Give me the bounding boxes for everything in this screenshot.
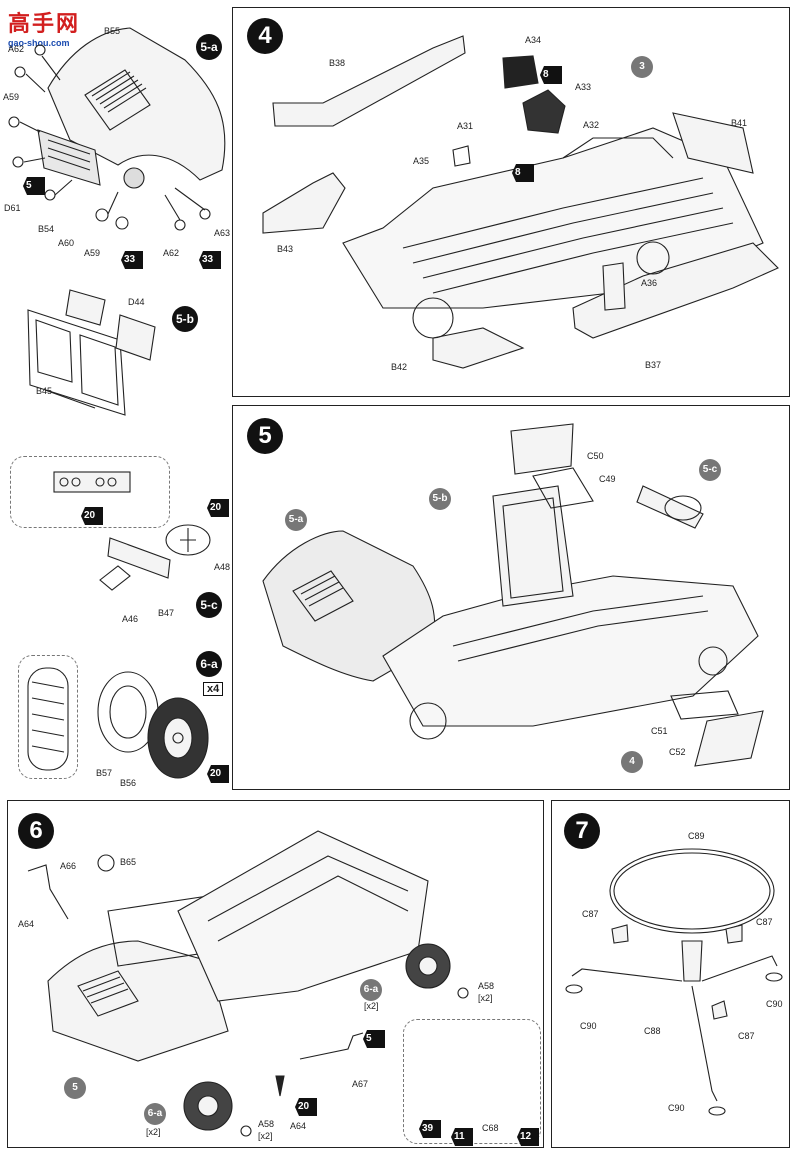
quantity-count: [x2] — [258, 1131, 273, 1141]
quantity-count: [x2] — [146, 1127, 161, 1137]
part-label: C88 — [644, 1026, 661, 1036]
tread-detail-callout — [18, 655, 78, 779]
paint-star-badge: 33 — [196, 250, 222, 270]
part-label: D61 — [4, 203, 21, 213]
part-label: A35 — [413, 156, 430, 166]
paint-star-badge: 39 — [416, 1119, 442, 1139]
paint-star-badge: 8 — [537, 65, 563, 85]
subassembly-title-5c: 5-c — [196, 592, 222, 618]
part-label: C87 — [582, 909, 599, 919]
part-label: B56 — [120, 778, 137, 788]
part-label: C89 — [688, 831, 705, 841]
part-label: A48 — [214, 562, 231, 572]
reference-circle: 4 — [621, 751, 643, 773]
step-4-panel: 4 3 A34 B38 A33 A31 A32 B41 A35 B43 A36 … — [232, 7, 790, 397]
vehicle-assembly-drawing — [27, 830, 469, 1137]
step-number: 4 — [247, 18, 283, 54]
chassis-drawing — [262, 35, 779, 369]
subassembly-title-6a: 6-a — [196, 651, 222, 677]
reference-circle: 6-a — [360, 979, 382, 1001]
part-label: A58 — [258, 1119, 275, 1129]
reference-circle: 5-a — [285, 509, 307, 531]
part-label: A59 — [3, 92, 20, 102]
reference-circle: 5 — [64, 1077, 86, 1099]
paint-star-badge: 20 — [292, 1097, 318, 1117]
quantity-count: [x2] — [364, 1001, 379, 1011]
step-number: 7 — [564, 813, 600, 849]
part-label: A31 — [457, 121, 474, 131]
paint-star-badge: 20 — [204, 764, 230, 784]
part-label: A67 — [352, 1079, 369, 1089]
part-label: A64 — [290, 1121, 307, 1131]
subassembly-title-5b: 5-b — [172, 306, 198, 332]
part-label: B38 — [329, 58, 346, 68]
paint-star-badge: 5 — [360, 1029, 386, 1049]
part-label: B47 — [158, 608, 175, 618]
steering-drawing — [53, 471, 211, 591]
watermark-text: 高手网 — [8, 11, 81, 36]
subassembly-title-5a: 5-a — [196, 34, 222, 60]
paint-star-badge: 11 — [448, 1127, 474, 1147]
detail-callout — [10, 456, 170, 528]
part-label: C52 — [669, 747, 686, 757]
part-label: C87 — [756, 917, 773, 927]
watermark-logo: 高手网 gao-shou.com — [8, 6, 80, 48]
step-number: 5 — [247, 418, 283, 454]
reference-circle: 3 — [631, 56, 653, 78]
part-label: A62 — [8, 44, 25, 54]
part-label: C90 — [766, 999, 783, 1009]
quantity-count: [x2] — [478, 993, 493, 1003]
part-label: C90 — [668, 1103, 685, 1113]
part-label: A60 — [58, 238, 75, 248]
part-label: A58 — [478, 981, 495, 991]
quantity-multiplier: x4 — [203, 682, 224, 696]
part-label: B41 — [731, 118, 748, 128]
part-label: A62 — [163, 248, 180, 258]
part-label: A63 — [214, 228, 231, 238]
part-label: D44 — [128, 297, 145, 307]
part-label: A59 — [84, 248, 101, 258]
part-label: B54 — [38, 224, 55, 234]
part-label: A34 — [525, 35, 542, 45]
watermark-url: gao-shou.com — [8, 38, 70, 48]
part-label: B55 — [104, 26, 121, 36]
part-label: A33 — [575, 82, 592, 92]
part-label: B57 — [96, 768, 113, 778]
paint-star-badge: 20 — [78, 506, 104, 526]
part-label: C90 — [580, 1021, 597, 1031]
part-label: C50 — [587, 451, 604, 461]
paint-star-badge: 12 — [514, 1127, 540, 1147]
paint-star-badge: 8 — [509, 163, 535, 183]
part-label: A46 — [122, 614, 139, 624]
part-label: C68 — [482, 1123, 499, 1133]
body-assembly-drawing — [262, 423, 764, 767]
part-label: B65 — [120, 857, 137, 867]
part-label: C49 — [599, 474, 616, 484]
part-label: B45 — [36, 386, 53, 396]
wheel-drawing — [27, 667, 209, 779]
part-label: C87 — [738, 1031, 755, 1041]
part-label: A64 — [18, 919, 35, 929]
part-label: B43 — [277, 244, 294, 254]
step-number: 6 — [18, 813, 54, 849]
step-7-panel: 7 C89 C87 C87 C90 C88 C87 C90 C90 — [551, 800, 790, 1148]
part-label: A36 — [641, 278, 658, 288]
paint-star-badge: 33 — [118, 250, 144, 270]
step-6-panel: 6 6-a 6-a 5 5 A66 B65 A64 A58 A58 A67 A6… — [7, 800, 544, 1148]
part-label: B37 — [645, 360, 662, 370]
part-label: A66 — [60, 861, 77, 871]
reference-circle: 5-c — [699, 459, 721, 481]
part-label: C51 — [651, 726, 668, 736]
part-label: B42 — [391, 362, 408, 372]
tripod-drawing — [565, 848, 783, 1116]
paint-star-badge: 5 — [20, 176, 46, 196]
windshield-drawing — [27, 289, 156, 416]
paint-star-badge: 20 — [204, 498, 230, 518]
reference-circle: 5-b — [429, 488, 451, 510]
hood-drawing — [8, 27, 226, 231]
part-label: A32 — [583, 120, 600, 130]
step-5-panel: 5 5-a 5-b 5-c 4 C50 C49 C51 C52 — [232, 405, 790, 790]
reference-circle: 6-a — [144, 1103, 166, 1125]
